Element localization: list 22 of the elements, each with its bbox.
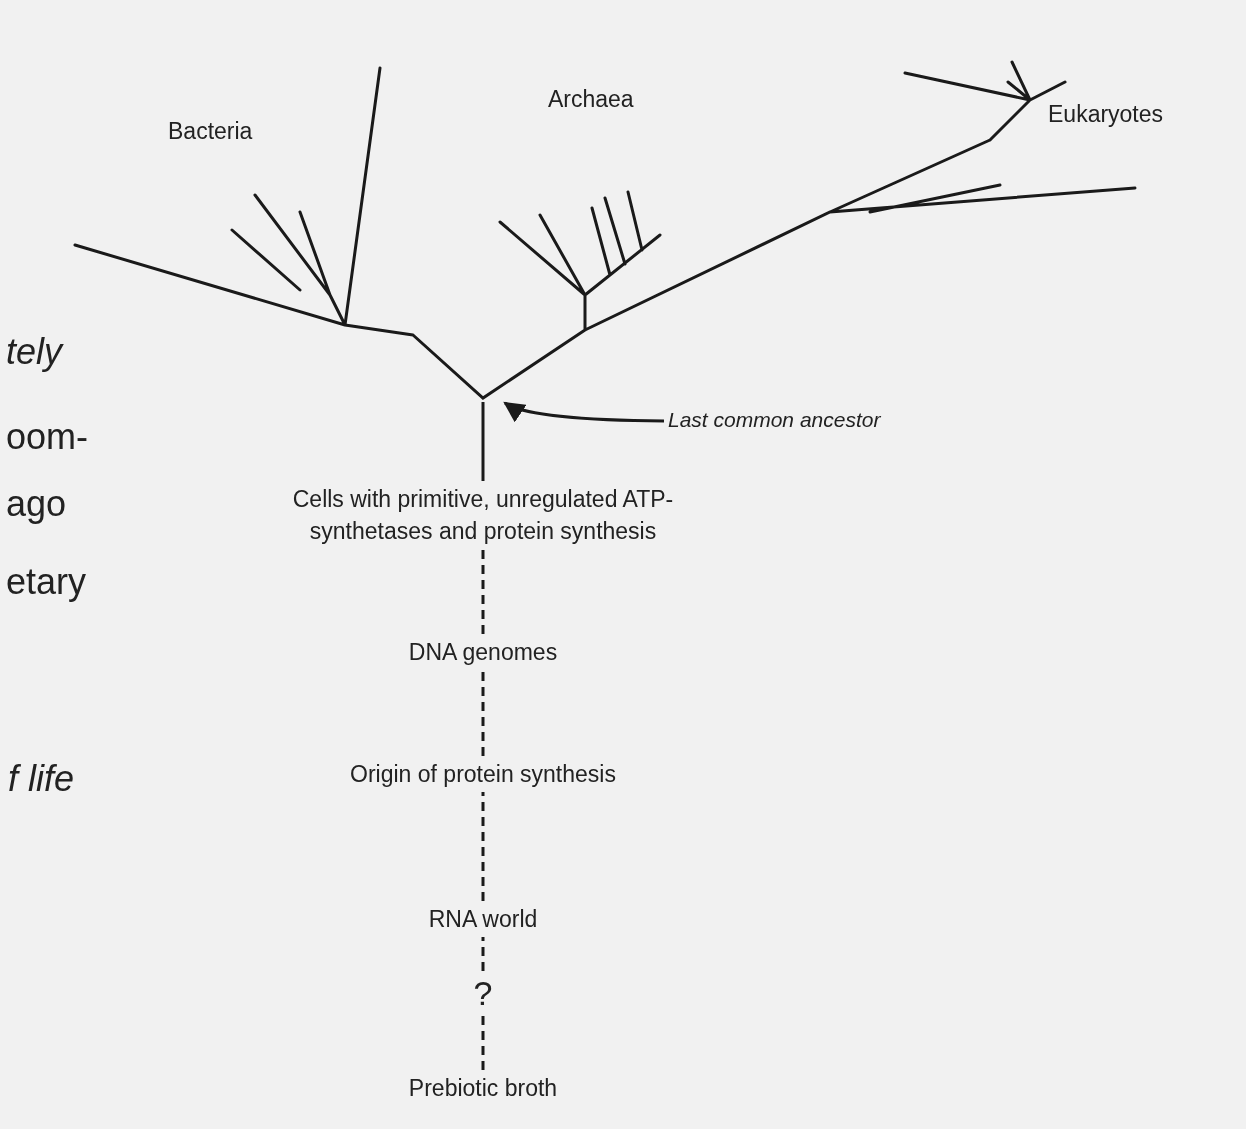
stage-label: Origin of protein synthesis	[308, 758, 658, 790]
group-label: Eukaryotes	[1048, 100, 1164, 129]
group-label: Bacteria	[168, 117, 253, 146]
connector-line	[481, 792, 485, 901]
stage-label: DNA genomes	[388, 636, 578, 668]
text-fragment: etary	[6, 560, 87, 604]
connector-line	[481, 670, 485, 756]
stage-label: Cells with primitive, unregulated ATP-synthetases and protein synthesis	[283, 483, 683, 547]
annotation-text: Last common ancestor	[668, 404, 938, 436]
connector-line	[481, 402, 485, 481]
text-fragment: oom-	[6, 415, 89, 459]
connector-line	[481, 549, 485, 634]
group-label: Archaea	[548, 85, 634, 114]
connector-line	[481, 937, 485, 971]
text-fragment: tely	[6, 330, 63, 374]
stage-label: RNA world	[408, 903, 558, 935]
question-mark: ?	[468, 973, 498, 1013]
text-fragment: ago	[6, 482, 67, 526]
connector-line	[481, 1015, 485, 1070]
arrow	[503, 401, 665, 423]
stage-label: Prebiotic broth	[378, 1072, 588, 1104]
text-fragment: f life	[8, 757, 75, 801]
